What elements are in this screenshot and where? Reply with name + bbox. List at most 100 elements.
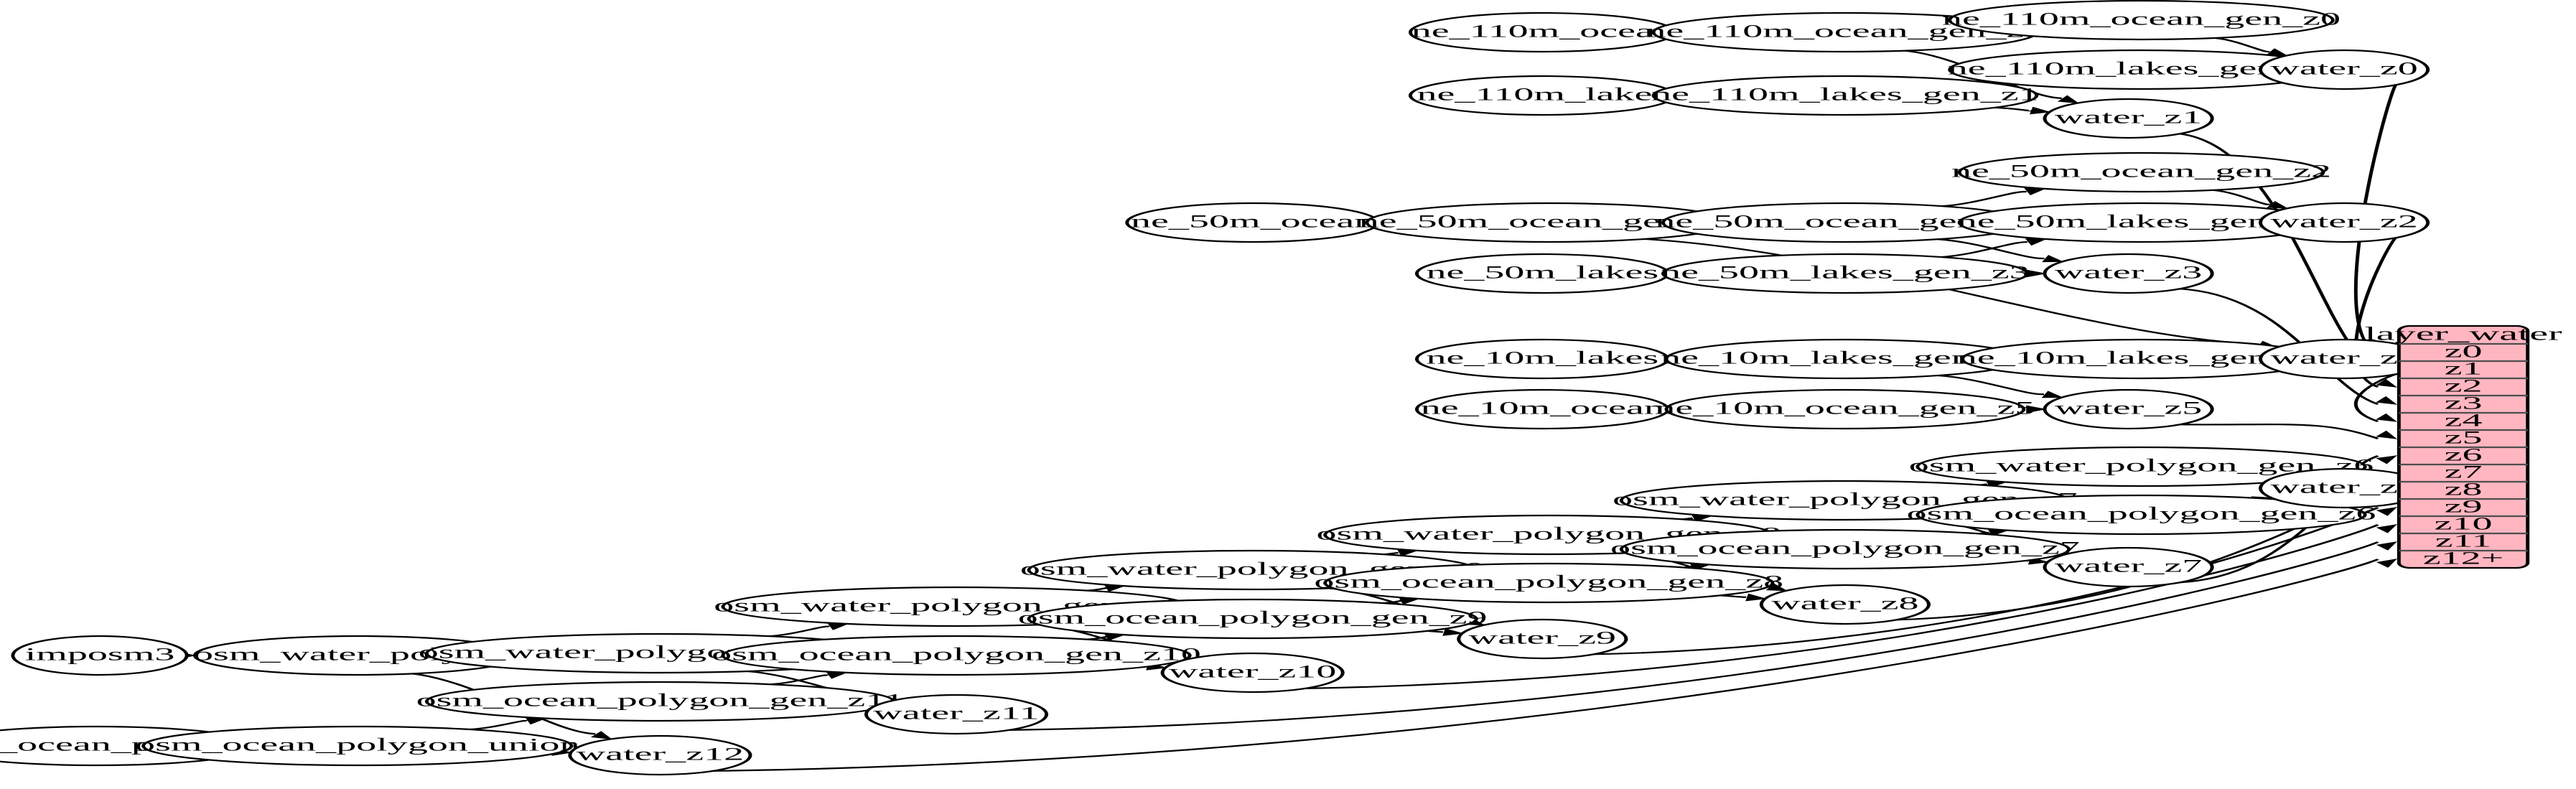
graph-node-water_z10[interactable]: water_z10: [1160, 652, 1345, 694]
node-ellipse: [721, 635, 1192, 676]
edge: [2214, 37, 2289, 57]
graph-node-osm_ocean_polygon_gen_z10[interactable]: osm_ocean_polygon_gen_z10: [711, 635, 1201, 676]
graph-node-water_z0[interactable]: water_z0: [2259, 49, 2430, 90]
node-ellipse: [1323, 562, 1775, 604]
table-row-z12+[interactable]: z12+: [2423, 548, 2504, 569]
graph-node-water_z2[interactable]: water_z2: [2259, 202, 2430, 243]
node-label: ne_50m_lakes_gen_z3: [1661, 263, 2030, 283]
node-label: ne_10m_ocean_gen_z5: [1655, 398, 2035, 419]
node-ellipse: [1948, 0, 2335, 41]
edge: [1305, 524, 2397, 689]
node-label: water_z10: [1169, 662, 1336, 682]
graph-node-ne_110m_lakes_gen_z1[interactable]: ne_110m_lakes_gen_z1: [1651, 75, 2039, 116]
graph-node-water_z3[interactable]: water_z3: [2043, 253, 2214, 294]
node-label: water_z4: [2270, 348, 2418, 368]
graph-node-water_z8[interactable]: water_z8: [1759, 584, 1931, 625]
table-row-z9[interactable]: z9: [2445, 497, 2483, 517]
graph-node-ne_10m_ocean_gen_z5[interactable]: ne_10m_ocean_gen_z5: [1655, 388, 2035, 430]
node-label: water_z11: [873, 704, 1039, 724]
node-label: water_z3: [2055, 263, 2202, 283]
table-row-z0[interactable]: z0: [2445, 342, 2483, 362]
node-label: water_z12: [577, 744, 744, 765]
table-row-z2[interactable]: z2: [2445, 376, 2483, 396]
graph-node-ne_110m_ocean[interactable]: ne_110m_ocean: [1408, 11, 1676, 53]
node-ellipse: [1651, 75, 2039, 116]
table-row-z11[interactable]: z11: [2435, 531, 2492, 551]
node-label: ne_10m_ocean: [1421, 398, 1665, 419]
node-ellipse: [1957, 151, 2325, 193]
edge: [768, 622, 850, 638]
table-row-z6[interactable]: z6: [2445, 445, 2483, 465]
node-label: ne_50m_ocean_gen_z2: [1951, 162, 2331, 182]
node-label: water_z9: [1469, 628, 1616, 648]
graph-node-ne_110m_ocean_gen_z0[interactable]: ne_110m_ocean_gen_z0: [1942, 0, 2341, 41]
node-ellipse: [568, 734, 752, 776]
table-row-z7[interactable]: z7: [2445, 462, 2483, 482]
graph-node-osm_ocean_polygon_gen_z9[interactable]: osm_ocean_polygon_gen_z9: [1018, 598, 1488, 640]
table-row-z5[interactable]: z5: [2445, 428, 2483, 448]
graph-node-water_z6[interactable]: water_z6: [2259, 467, 2430, 509]
table-row-z3[interactable]: z3: [2445, 393, 2483, 414]
graph-node-water_z11[interactable]: water_z11: [864, 694, 1049, 735]
graph-node-osm_ocean_polygon_gen_z7[interactable]: osm_ocean_polygon_gen_z7: [1610, 528, 2080, 570]
graph-node-ne_10m_ocean[interactable]: ne_10m_ocean: [1414, 388, 1670, 430]
graph-node-osm_ocean_polygon_gen_z8[interactable]: osm_ocean_polygon_gen_z8: [1314, 562, 1783, 604]
node-ellipse: [1915, 446, 2367, 487]
graph-node-osm_ocean_polygon_gen_z11[interactable]: osm_ocean_polygon_gen_z11: [416, 681, 905, 722]
graph-node-ne_50m_ocean[interactable]: ne_50m_ocean: [1125, 202, 1381, 243]
edge: [2353, 373, 2398, 422]
layer-water-table: layer_waterz0z1z2z3z4z5z6z7z8z9z10z11z12…: [2364, 323, 2562, 569]
node-label: water_z6: [2270, 477, 2417, 498]
graph-node-ne_50m_lakes[interactable]: ne_50m_lakes: [1414, 253, 1670, 294]
node-ellipse: [1664, 388, 2026, 430]
graph-node-ne_10m_lakes[interactable]: ne_10m_lakes: [1414, 338, 1670, 380]
node-ellipse: [2043, 388, 2214, 430]
graph-node-water_z5[interactable]: water_z5: [2043, 388, 2214, 430]
node-label: water_z2: [2270, 212, 2417, 232]
node-label: osm_ocean_polygon_gen_z7: [1610, 538, 2080, 559]
graph-node-water_z7[interactable]: water_z7: [2043, 546, 2214, 588]
graph-node-water_z9[interactable]: water_z9: [1457, 618, 1628, 660]
graph-node-osm_ocean_polygon_gen_z6[interactable]: osm_ocean_polygon_gen_z6: [1907, 494, 2376, 536]
node-ellipse: [2043, 253, 2214, 294]
node-ellipse: [11, 635, 189, 676]
edge: [1994, 106, 2052, 115]
graph-node-water_z12[interactable]: water_z12: [568, 734, 752, 776]
graph-node-ne_50m_lakes_gen_z2[interactable]: ne_50m_lakes_gen_z2: [1957, 202, 2326, 243]
table-row-z4[interactable]: z4: [2445, 411, 2483, 431]
graph-node-water_z4[interactable]: water_z4: [2259, 338, 2430, 380]
node-ellipse: [1915, 494, 2367, 536]
node-label: imposm3: [25, 645, 175, 665]
node-label: osm_ocean_polygon_union: [135, 735, 580, 755]
table-row-z10[interactable]: z10: [2435, 514, 2493, 534]
node-ellipse: [2259, 49, 2430, 90]
edge: [770, 671, 849, 686]
node-ellipse: [2043, 98, 2214, 139]
node-label: ne_110m_ocean_gen_z0: [1942, 9, 2341, 29]
node-label: osm_ocean_polygon_gen_z6: [1907, 504, 2376, 524]
graph-node-water_z1[interactable]: water_z1: [2043, 98, 2214, 139]
edge: [469, 717, 548, 731]
node-label: osm_ocean_polygon_gen_z11: [416, 691, 905, 711]
graph-node-ne_50m_ocean_gen_z2[interactable]: ne_50m_ocean_gen_z2: [1951, 151, 2331, 193]
graph-node-ne_50m_lakes_gen_z3[interactable]: ne_50m_lakes_gen_z3: [1661, 253, 2030, 294]
node-ellipse: [1027, 598, 1478, 640]
node-ellipse: [1759, 584, 1931, 625]
node-label: ne_110m_lakes_gen_z1: [1651, 85, 2039, 105]
node-ellipse: [1661, 253, 2029, 294]
node-label: ne_50m_ocean: [1131, 212, 1375, 232]
table-row-z1[interactable]: z1: [2445, 359, 2483, 379]
node-ellipse: [864, 694, 1049, 735]
table-header-label: layer_water: [2364, 323, 2562, 344]
graph-node-osm_water_polygon_gen_z6[interactable]: osm_water_polygon_gen_z6: [1909, 446, 2374, 487]
graph-node-ne_110m_lakes[interactable]: ne_110m_lakes: [1408, 75, 1676, 116]
node-label: osm_ocean_polygon_gen_z10: [711, 645, 1201, 665]
graph-node-osm_ocean_polygon_union[interactable]: osm_ocean_polygon_union: [135, 725, 580, 767]
graph-node-imposm3[interactable]: imposm3: [11, 635, 189, 676]
node-ellipse: [2259, 202, 2430, 243]
table-row-z8[interactable]: z8: [2445, 480, 2483, 500]
node-label: ne_110m_ocean: [1411, 22, 1674, 42]
node-label: osm_ocean_polygon_gen_z9: [1018, 608, 1488, 628]
